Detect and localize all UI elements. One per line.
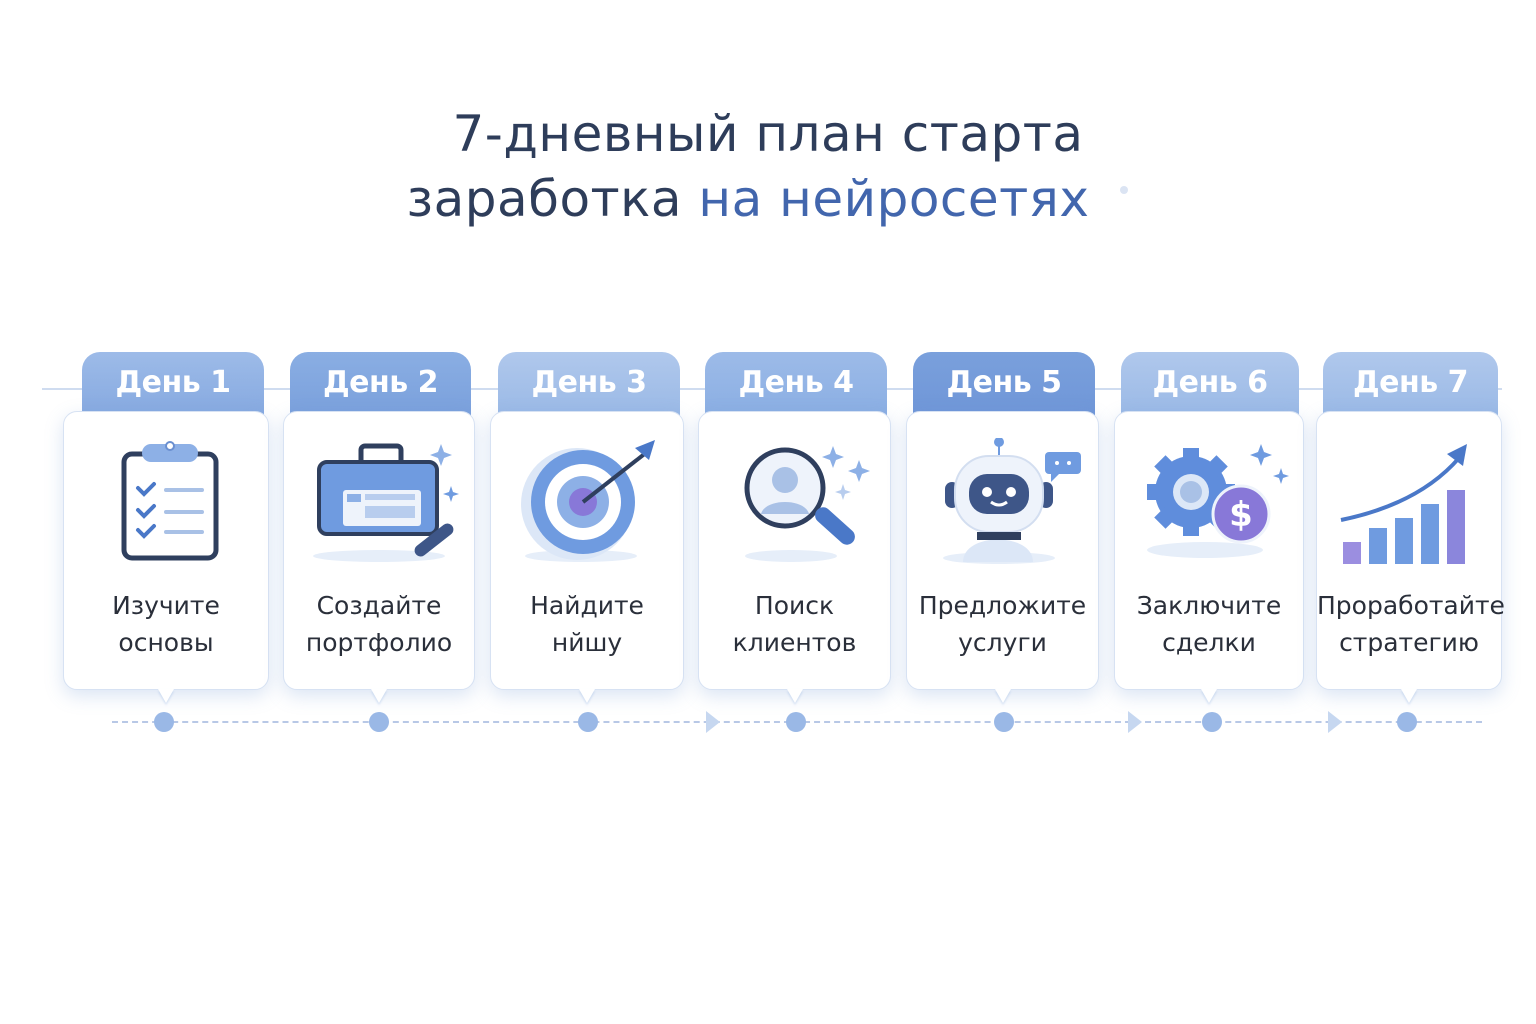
day-1-tab: День 1 — [82, 352, 264, 416]
target-icon — [521, 440, 655, 562]
title-line-2: заработка на нейросетях — [0, 170, 1516, 228]
day-4-tab: День 4 — [705, 352, 887, 416]
timeline-arrow — [706, 711, 720, 733]
day-5-dot — [994, 712, 1014, 732]
day-5-tab: День 5 — [913, 352, 1095, 416]
svg-text:$: $ — [1229, 495, 1253, 535]
gear-dollar-icon: $ — [1147, 444, 1289, 558]
title-line-1: 7-дневный план старта — [452, 105, 1084, 163]
day-2-tab: День 2 — [290, 352, 471, 416]
day-3-tab: День 3 — [498, 352, 680, 416]
portfolio-briefcase-icon — [313, 443, 459, 562]
day-6-tab: День 6 — [1121, 352, 1299, 416]
timeline-arrow — [1328, 711, 1342, 733]
day-7-tab: День 7 — [1323, 352, 1498, 416]
growth-chart-icon — [1340, 444, 1467, 564]
title-plain: заработка — [406, 170, 683, 228]
clipboard-checklist-icon — [121, 441, 219, 561]
decorative-dot — [1120, 186, 1128, 194]
day-3-dot — [578, 712, 598, 732]
robot-icon — [942, 438, 1081, 564]
magnifier-user-icon — [744, 446, 870, 562]
day-7-dot — [1397, 712, 1417, 732]
timeline-arrow — [1128, 711, 1142, 733]
day-1-dot — [154, 712, 174, 732]
title-accent: на нейросетях — [698, 170, 1090, 228]
day-4-dot — [786, 712, 806, 732]
day-2-dot — [369, 712, 389, 732]
day-6-dot — [1202, 712, 1222, 732]
